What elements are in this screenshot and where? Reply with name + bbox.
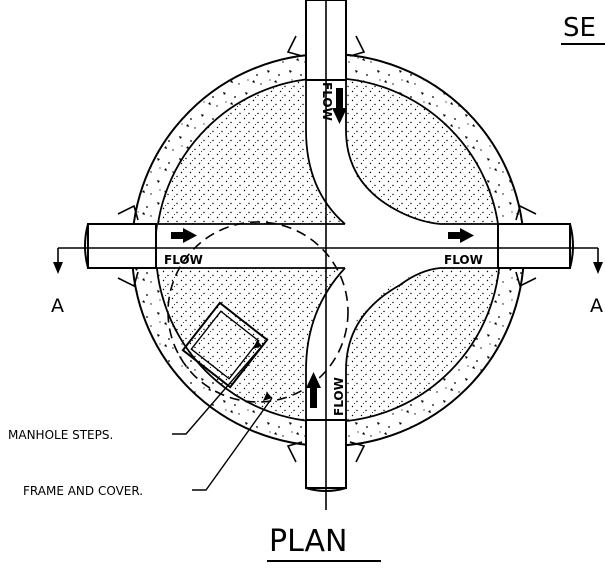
manhole-steps-leader bbox=[172, 345, 263, 435]
flow-label-left: FLOW bbox=[164, 253, 203, 267]
flow-arrow-icon bbox=[171, 228, 197, 243]
corner-title: SE bbox=[563, 13, 596, 43]
flow-arrow-icon bbox=[332, 88, 347, 124]
frame-and-cover-leader bbox=[192, 397, 273, 491]
flow-label-bottom: FLOW bbox=[332, 377, 346, 416]
flow-label-top: FLOW bbox=[320, 82, 334, 121]
manhole-steps-callout: MANHOLE STEPS. bbox=[8, 428, 113, 442]
pipe-right bbox=[497, 204, 574, 288]
flow-label-right: FLOW bbox=[444, 253, 483, 267]
pipe-left bbox=[84, 204, 157, 288]
flow-arrow-icon bbox=[448, 228, 474, 243]
frame-and-cover-outline bbox=[167, 221, 349, 403]
flow-arrow-icon bbox=[306, 372, 321, 408]
section-marker-left: A bbox=[51, 295, 64, 317]
plan-title: PLAN bbox=[269, 524, 347, 559]
section-arrow-icon bbox=[53, 248, 63, 274]
section-marker-right: A bbox=[590, 295, 603, 317]
frame-and-cover-callout: FRAME AND COVER. bbox=[23, 484, 143, 498]
manhole-steps bbox=[181, 301, 269, 389]
section-arrow-icon bbox=[593, 248, 603, 274]
